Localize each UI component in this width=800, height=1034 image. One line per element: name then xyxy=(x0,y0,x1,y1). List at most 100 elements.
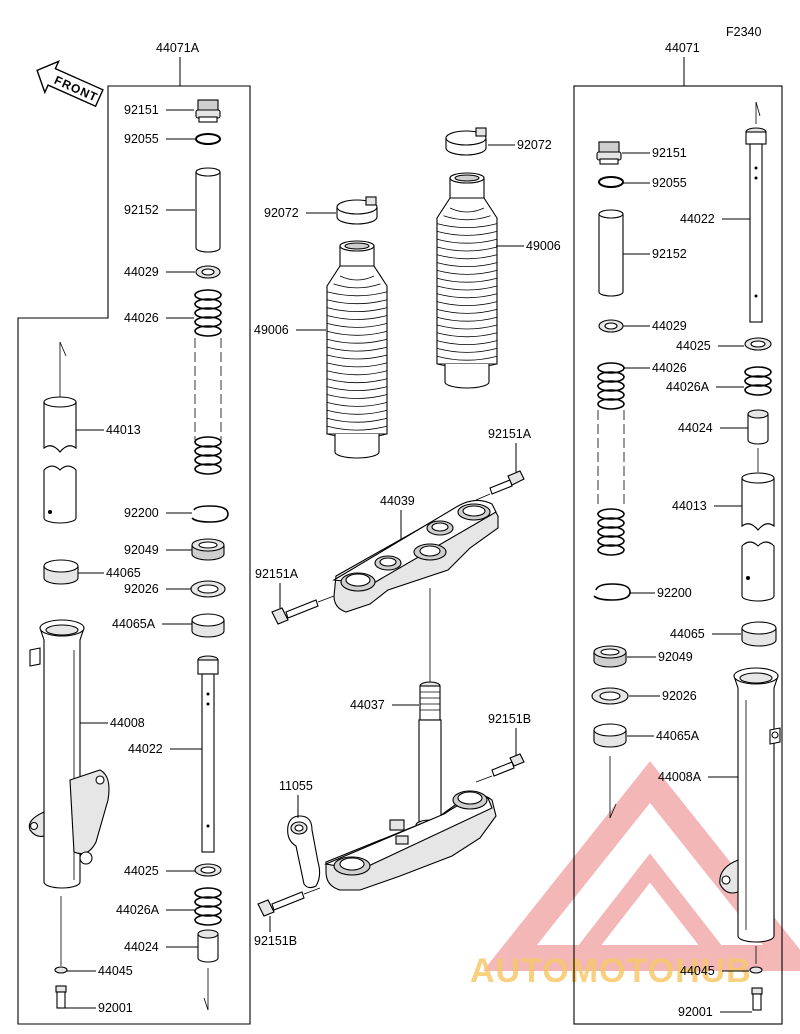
bolt-92001-left xyxy=(55,985,67,1009)
label-44026A-left: 44026A xyxy=(116,903,160,917)
circlip-92200-right xyxy=(593,583,631,601)
label-44045-right: 44045 xyxy=(680,964,715,978)
outer-tube-44008A-right xyxy=(719,667,781,943)
label-44045-left: 44045 xyxy=(98,964,133,978)
o-ring-92055-left xyxy=(195,133,221,145)
label-44025-left: 44025 xyxy=(124,864,159,878)
outer-tube-44008-left xyxy=(28,619,110,889)
label-92200-right: 92200 xyxy=(657,586,692,600)
spring-44026A-left xyxy=(194,887,222,926)
bushing-44065A-right xyxy=(593,723,627,819)
left-assembly-frame xyxy=(17,85,251,1025)
collar-92152-left xyxy=(195,167,221,253)
label-44008A-right: 44008A xyxy=(658,770,702,784)
assembly-right-number: 44071 xyxy=(665,41,700,55)
steering-stem-44037 xyxy=(415,588,445,841)
label-92055-left: 92055 xyxy=(124,132,159,146)
label-44029-right: 44029 xyxy=(652,319,687,333)
label-44065-right: 44065 xyxy=(670,627,705,641)
spring-44026A-right xyxy=(744,366,772,396)
label-92151A-left: 92151A xyxy=(255,567,299,581)
label-49006-left: 49006 xyxy=(254,323,289,337)
oil-seal-92049-left xyxy=(191,538,225,561)
clamp-92072-right xyxy=(445,127,487,156)
label-44065A-left: 44065A xyxy=(112,617,156,631)
inner-tube-44013-right xyxy=(741,448,775,602)
right-assembly-frame xyxy=(573,85,783,1025)
figure-code: F2340 xyxy=(726,25,761,39)
washer-44025-left xyxy=(194,863,222,877)
washer-44025-right xyxy=(744,337,772,351)
label-92026-right: 92026 xyxy=(662,689,697,703)
cylinder-unit-44022-right xyxy=(745,101,767,323)
label-44026-left: 44026 xyxy=(124,311,159,325)
fork-spring-44026-left xyxy=(194,289,222,475)
washer-92026-left xyxy=(190,580,226,598)
label-44013-left: 44013 xyxy=(106,423,141,437)
washer-44029-left-hole xyxy=(201,268,215,276)
label-92049-right: 92049 xyxy=(658,650,693,664)
label-44039: 44039 xyxy=(380,494,415,508)
label-92001-left: 92001 xyxy=(98,1001,133,1015)
circlip-92200-left xyxy=(191,505,229,523)
washer-92026-right xyxy=(591,687,629,705)
label-92151B-right: 92151B xyxy=(488,712,531,726)
label-92049-left: 92049 xyxy=(124,543,159,557)
label-92151A-top: 92151A xyxy=(488,427,532,441)
label-11055: 11055 xyxy=(279,779,313,793)
label-44065A-right: 44065A xyxy=(656,729,700,743)
bolt-92151A-left xyxy=(271,595,335,625)
label-44037: 44037 xyxy=(350,698,385,712)
bracket-11055 xyxy=(287,815,321,889)
label-92152-right: 92152 xyxy=(652,247,687,261)
label-44026A-right: 44026A xyxy=(666,380,710,394)
cylinder-unit-44022-left xyxy=(197,655,219,853)
label-92151B-bottom: 92151B xyxy=(254,934,297,948)
bushing-44065-right xyxy=(741,621,777,647)
bushing-44065A-left xyxy=(191,613,225,638)
label-44008-left: 44008 xyxy=(110,716,145,730)
label-92055-right: 92055 xyxy=(652,176,687,190)
label-44025-right: 44025 xyxy=(676,339,711,353)
washer-44029-right xyxy=(598,319,624,333)
bolt-92151B-bottom xyxy=(257,887,321,917)
label-44024-right: 44024 xyxy=(678,421,713,435)
label-44026-right: 44026 xyxy=(652,361,687,375)
label-92026-left: 92026 xyxy=(124,582,159,596)
clamp-92072-left xyxy=(336,196,378,225)
oil-seal-92049-right xyxy=(593,645,627,668)
oil-lock-piece-44024-right xyxy=(747,409,769,445)
assembly-left-number: 44071A xyxy=(156,41,200,55)
bolt-92151B-right xyxy=(475,753,525,783)
label-92151-right: 92151 xyxy=(652,146,687,160)
label-44065-left: 44065 xyxy=(106,566,141,580)
lower-bracket xyxy=(324,790,497,891)
upper-bracket-44039 xyxy=(332,499,499,613)
fork-spring-44026-right xyxy=(597,362,625,556)
collar-92152-right xyxy=(598,209,624,297)
label-92152-left: 92152 xyxy=(124,203,159,217)
label-92151-left: 92151 xyxy=(124,103,159,117)
label-44029-left: 44029 xyxy=(124,265,159,279)
label-92072-left: 92072 xyxy=(264,206,299,220)
watermark-logo xyxy=(483,761,800,971)
label-44022-right: 44022 xyxy=(680,212,715,226)
cap-bolt-92151-left xyxy=(195,99,221,123)
gasket-44045-right xyxy=(749,946,763,974)
label-44022-left: 44022 xyxy=(128,742,163,756)
label-44013-right: 44013 xyxy=(672,499,707,513)
bolt-92151A-top xyxy=(475,470,525,501)
cap-bolt-92151-right xyxy=(596,141,622,165)
watermark-text: AUTOMOTOHUB xyxy=(470,952,752,990)
o-ring-92055-right xyxy=(598,176,624,188)
label-92072-right: 92072 xyxy=(517,138,552,152)
fork-boot-49006-left xyxy=(326,240,388,459)
bushing-44065-left xyxy=(43,559,79,585)
fork-boot-49006-right xyxy=(436,172,498,389)
label-92200-left: 92200 xyxy=(124,506,159,520)
front-arrow-icon: FRONT xyxy=(36,60,104,108)
label-44024-left: 44024 xyxy=(124,940,159,954)
gasket-44045-left xyxy=(54,966,68,974)
bolt-92001-right xyxy=(751,987,763,1011)
